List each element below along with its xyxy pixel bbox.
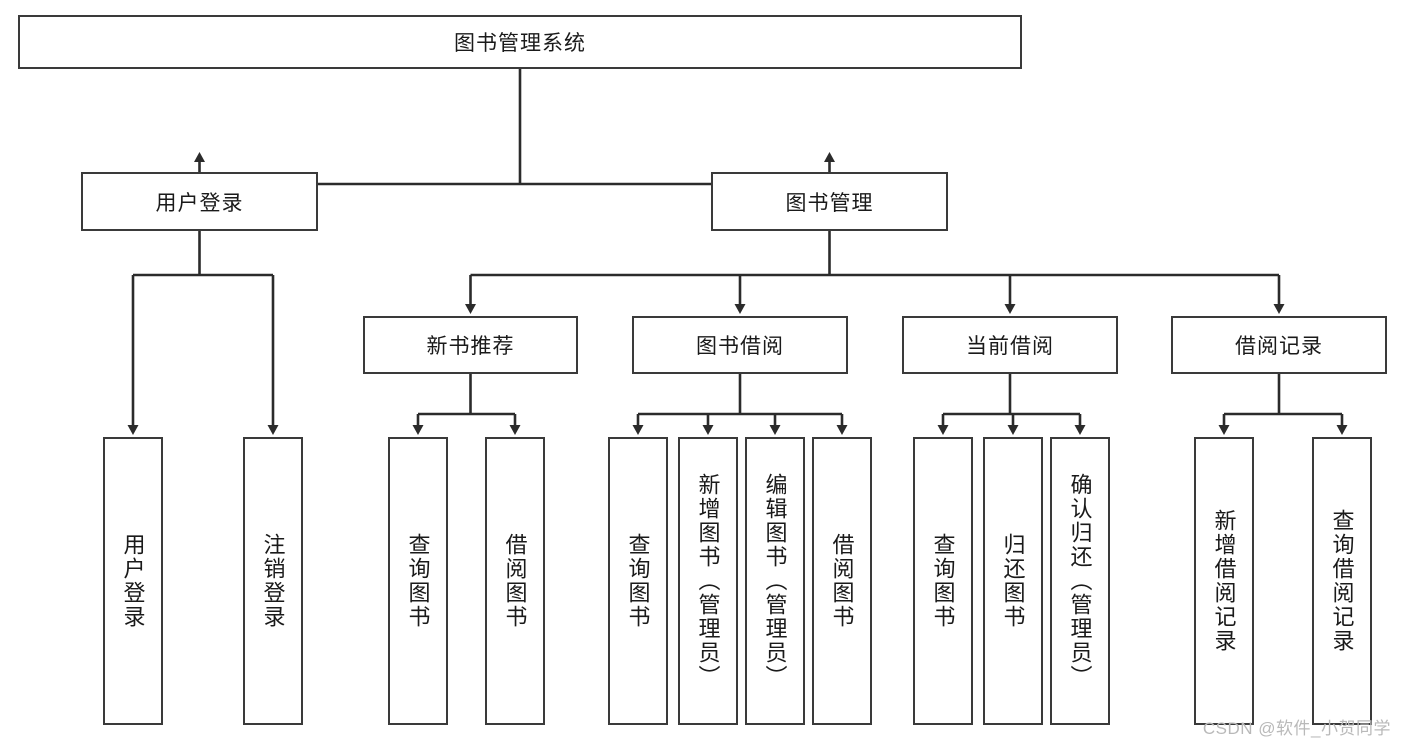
node-label: 新书推荐 [426,335,515,358]
node-query-book-3[interactable]: 查询图书 [913,437,973,725]
node-return-book[interactable]: 归还图书 [983,437,1043,725]
node-label: 当前借阅 [966,335,1054,358]
node-label: 借阅记录 [1235,335,1323,358]
node-user-logout[interactable]: 注销登录 [243,437,303,725]
node-label: 图书借阅 [696,335,784,358]
node-user-login[interactable]: 用户登录 [81,172,318,231]
node-add-book-admin[interactable]: 新增图书（管理员） [678,437,738,725]
node-label: 用户登录 [155,191,244,215]
node-book-borrow[interactable]: 图书借阅 [632,316,848,374]
node-label: 新增图书（管理员） [695,473,721,689]
node-label: 查询图书 [405,533,431,629]
node-add-borrow-record[interactable]: 新增借阅记录 [1194,437,1254,725]
watermark-text: CSDN @软件_小贺同学 [1202,719,1391,738]
node-query-book-1[interactable]: 查询图书 [388,437,448,725]
node-query-borrow-record[interactable]: 查询借阅记录 [1312,437,1372,725]
node-current-borrow[interactable]: 当前借阅 [902,316,1118,374]
node-root[interactable]: 图书管理系统 [18,15,1022,69]
node-label: 新增借阅记录 [1211,509,1237,653]
node-borrow-book-1[interactable]: 借阅图书 [485,437,545,725]
node-label: 借阅图书 [502,533,528,629]
node-confirm-return-admin[interactable]: 确认归还（管理员） [1050,437,1110,725]
node-borrow-book-2[interactable]: 借阅图书 [812,437,872,725]
node-label: 查询图书 [625,533,651,629]
node-label: 归还图书 [1000,533,1026,629]
node-label: 图书管理 [785,191,874,215]
node-label: 查询图书 [930,533,956,629]
node-new-book-recommend[interactable]: 新书推荐 [363,316,578,374]
node-book-management[interactable]: 图书管理 [711,172,948,231]
node-label: 用户登录 [120,533,146,629]
node-label: 查询借阅记录 [1329,509,1355,653]
node-label: 借阅图书 [829,533,855,629]
node-user-login-do[interactable]: 用户登录 [103,437,163,725]
node-borrow-record[interactable]: 借阅记录 [1171,316,1387,374]
node-label: 编辑图书（管理员） [762,473,788,689]
node-label: 注销登录 [260,533,286,629]
node-label: 确认归还（管理员） [1067,473,1093,689]
node-edit-book-admin[interactable]: 编辑图书（管理员） [745,437,805,725]
node-query-book-2[interactable]: 查询图书 [608,437,668,725]
node-label: 图书管理系统 [454,32,586,55]
